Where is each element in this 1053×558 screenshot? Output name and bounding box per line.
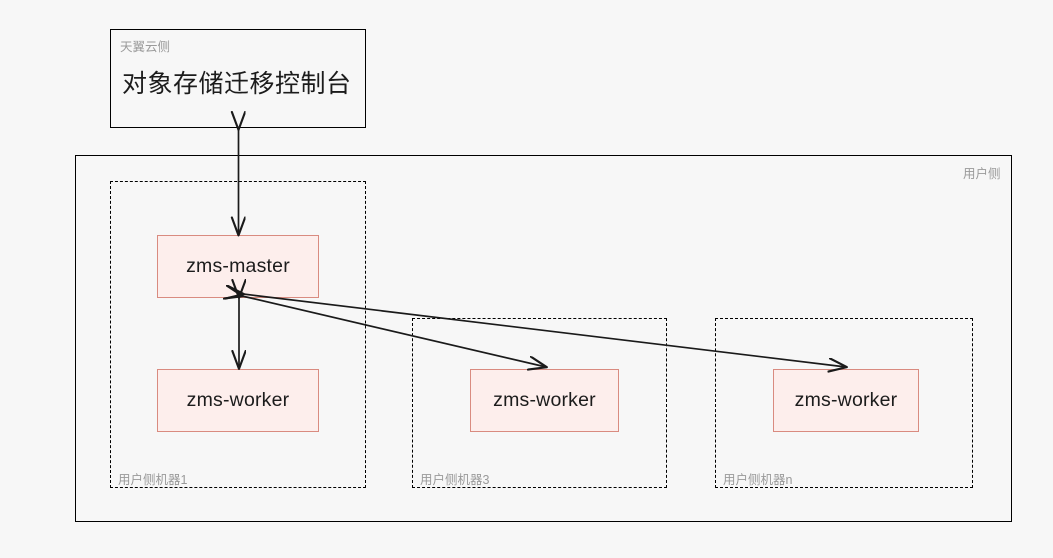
node-label-zms-master: zms-master	[186, 255, 290, 277]
machine-label-1: 用户侧机器1	[118, 473, 188, 487]
node-zms-master[interactable]: zms-master	[157, 235, 319, 298]
cloud-zone-label: 天翼云侧	[120, 40, 171, 54]
node-label-zms-worker-n: zms-worker	[794, 389, 898, 411]
machine-box-1	[110, 181, 366, 488]
machine-label-3: 用户侧机器3	[420, 473, 490, 487]
machine-label-n: 用户侧机器n	[723, 473, 793, 487]
user-zone-box	[75, 155, 1012, 522]
user-zone-label: 用户侧	[963, 167, 1001, 181]
node-zms-worker-n[interactable]: zms-worker	[773, 369, 919, 432]
node-label-zms-worker-1: zms-worker	[186, 389, 290, 411]
console-title: 对象存储迁移控制台	[122, 70, 352, 98]
node-zms-worker-3[interactable]: zms-worker	[470, 369, 619, 432]
node-label-zms-worker-3: zms-worker	[493, 389, 596, 411]
node-zms-worker-1[interactable]: zms-worker	[157, 369, 319, 432]
